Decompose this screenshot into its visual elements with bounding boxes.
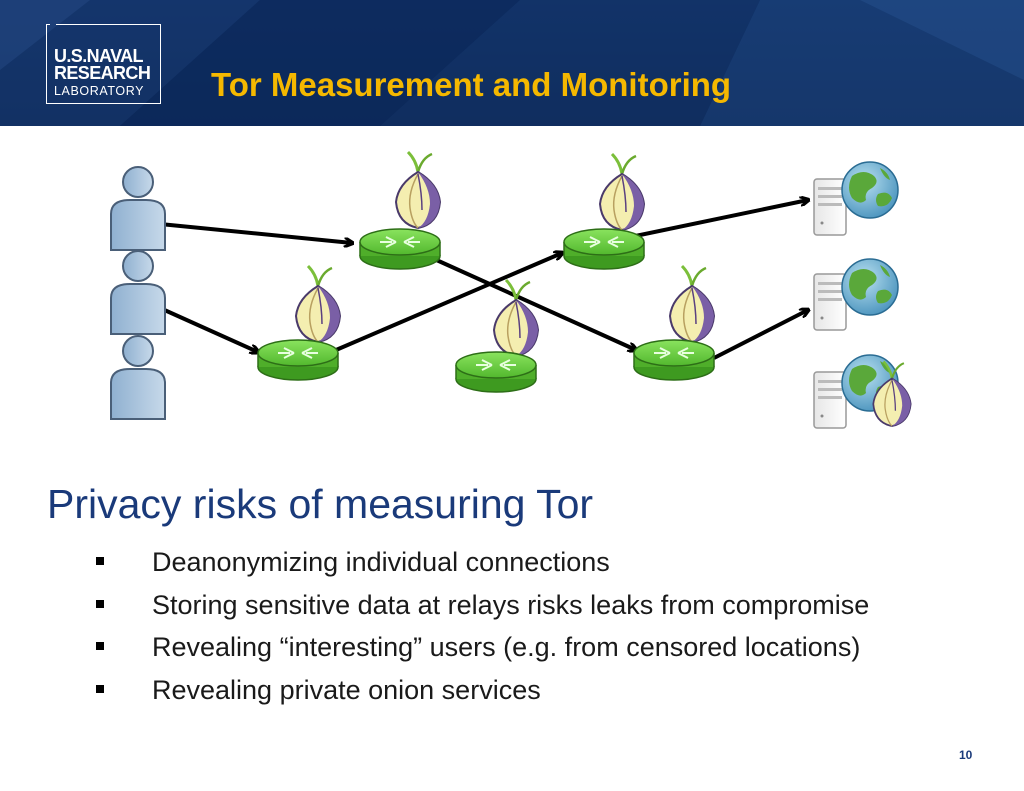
bullet-marker-icon xyxy=(96,684,104,693)
nrl-logo: U.S.NAVAL RESEARCH LABORATORY xyxy=(46,24,161,104)
bullet-marker-icon xyxy=(96,599,104,608)
relay-node-3 xyxy=(563,152,646,270)
arrow-user2-relay2 xyxy=(159,306,258,352)
page-number: 10 xyxy=(959,748,973,762)
logo-line-2: RESEARCH xyxy=(54,63,151,83)
slide-title: Tor Measurement and Monitoring xyxy=(211,66,732,103)
section-heading: Privacy risks of measuring Tor xyxy=(47,481,594,527)
user-icon xyxy=(110,250,166,335)
bullet-marker-icon xyxy=(96,557,104,565)
logo-line-1: U.S.NAVAL xyxy=(54,46,144,66)
user-icon xyxy=(110,335,166,420)
relay-node-2 xyxy=(257,264,342,381)
arrow-relay3-server1 xyxy=(615,200,808,242)
slide-header: U.S.NAVAL RESEARCH LABORATORY Tor Measur… xyxy=(0,0,1024,126)
bullet-text: Deanonymizing individual connections xyxy=(152,547,610,577)
bullet-text: Storing sensitive data at relays risks l… xyxy=(152,589,870,620)
onion-service xyxy=(813,354,912,429)
web-server-2 xyxy=(813,258,899,331)
tor-network-diagram xyxy=(110,150,912,429)
logo-line-3: LABORATORY xyxy=(54,84,145,98)
relay-node-4 xyxy=(455,278,540,393)
arrow-relay1-relay5 xyxy=(431,256,636,350)
web-server-1 xyxy=(813,161,899,236)
arrow-relay2-relay3 xyxy=(335,253,562,352)
bullet-text: Revealing “interesting” users (e.g. from… xyxy=(152,632,861,662)
user-icon xyxy=(110,166,166,251)
arrow-user1-relay1 xyxy=(159,222,352,243)
header-background xyxy=(0,0,1024,126)
bullet-marker-icon xyxy=(96,642,104,650)
arrow-relay5-server2 xyxy=(713,310,808,360)
relay-node-5 xyxy=(633,264,716,381)
bullet-text: Revealing private onion services xyxy=(152,674,541,705)
relay-node-1 xyxy=(359,150,442,270)
